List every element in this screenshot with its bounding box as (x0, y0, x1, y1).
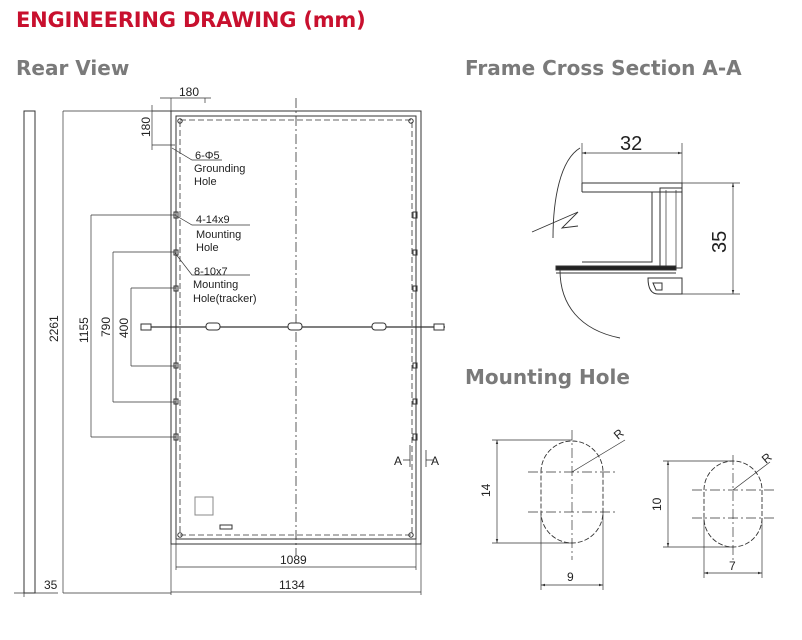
label-plate (219, 524, 233, 530)
dim-1089: 1089 (280, 553, 307, 567)
side-profile (23, 110, 36, 594)
callout-mounting-line2: Hole (196, 242, 219, 254)
dim-14: 14 (479, 483, 493, 497)
mounting-hole-drawings (492, 430, 776, 590)
radius-label-small: R (759, 450, 775, 467)
junction-box (194, 496, 214, 516)
callout-tracker-spec: 8-10x7 (194, 266, 228, 278)
dim-35-section: 35 (709, 231, 731, 253)
rear-view-drawing (14, 97, 445, 597)
dim-7: 7 (729, 559, 736, 573)
section-mark-a-left: A (394, 454, 402, 468)
callout-grounding-spec: 6-Φ5 (195, 150, 220, 162)
frame-section-drawing (531, 143, 740, 339)
mounting-hole-heading: Mounting Hole (465, 365, 630, 389)
callout-mounting-line1: Mounting (196, 229, 241, 241)
dim-9: 9 (567, 570, 574, 584)
dim-32: 32 (620, 133, 642, 155)
dim-35: 35 (44, 578, 58, 592)
rear-view-heading: Rear View (16, 56, 130, 80)
dim-180-side: 180 (139, 117, 153, 137)
section-mark-a-right: A (431, 454, 439, 468)
cross-section-heading: Frame Cross Section A-A (465, 56, 742, 80)
dim-10: 10 (650, 497, 664, 511)
dim-400: 400 (117, 318, 131, 338)
dim-1155: 1155 (77, 317, 91, 343)
dim-1134: 1134 (279, 578, 305, 592)
callout-tracker-line1: Mounting (193, 279, 238, 291)
callout-grounding-line1: Grounding (194, 163, 245, 175)
callout-grounding-line2: Hole (194, 176, 217, 188)
page-title: ENGINEERING DRAWING (mm) (16, 8, 366, 32)
radius-label-large: R (611, 426, 627, 443)
callout-mounting-spec: 4-14x9 (196, 214, 230, 226)
callout-tracker-line2: Hole(tracker) (193, 293, 257, 305)
dim-180-top: 180 (179, 85, 199, 99)
dim-2261: 2261 (47, 315, 61, 342)
dim-790: 790 (99, 317, 113, 337)
